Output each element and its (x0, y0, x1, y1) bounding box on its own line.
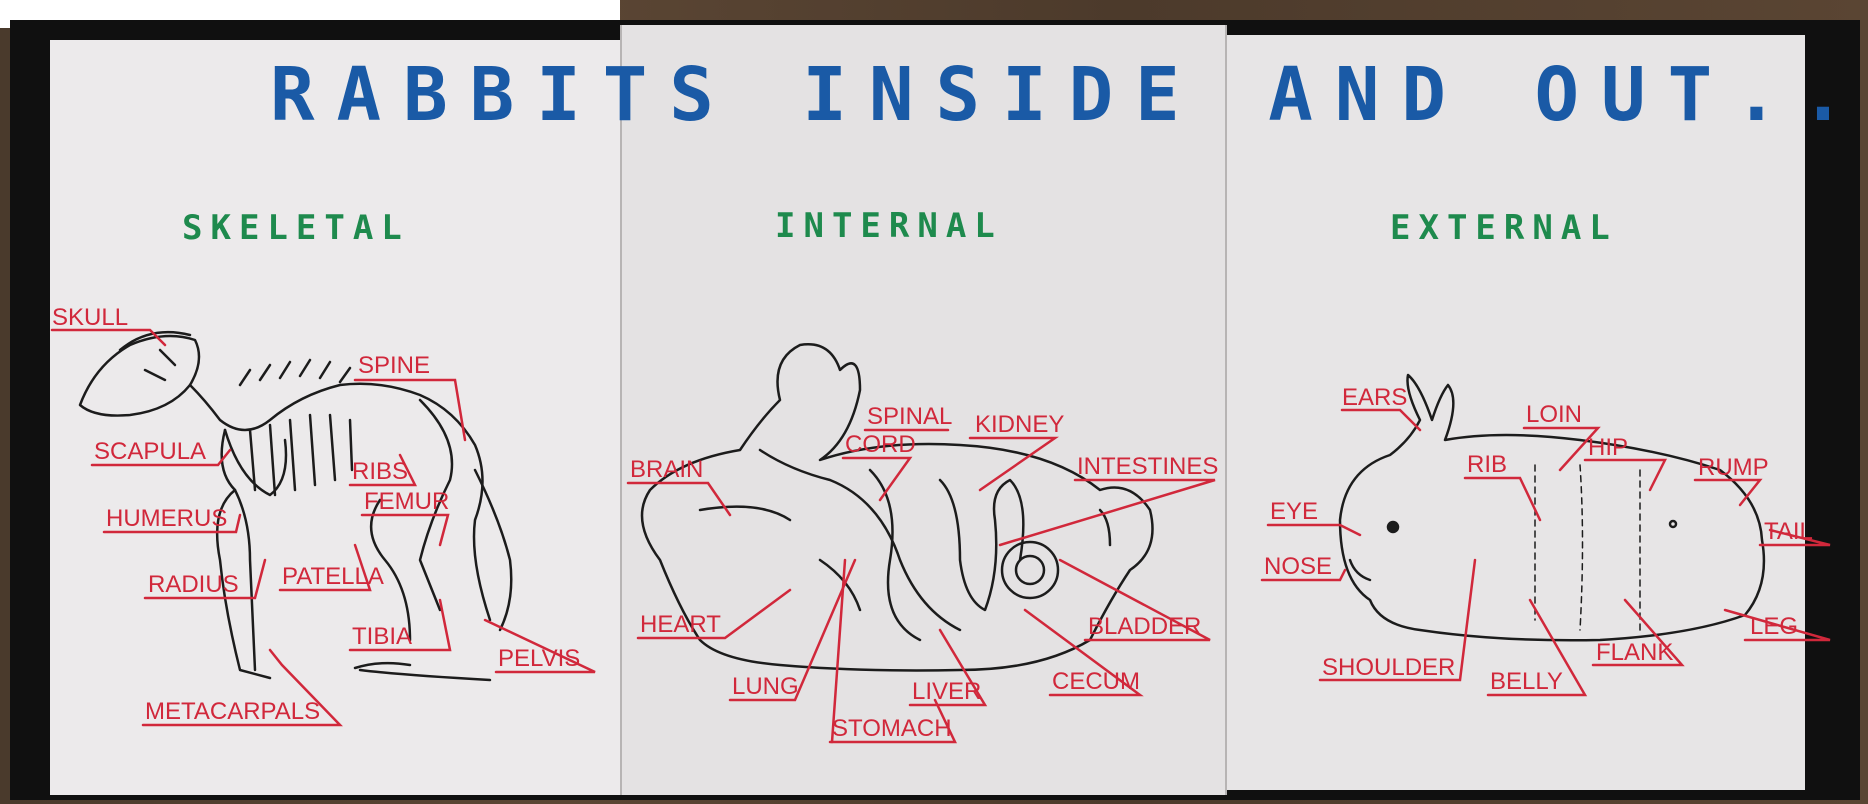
label-liver: LIVER (912, 680, 981, 704)
label-pelvis: PELVIS (498, 647, 580, 671)
label-ribs: RIBS (352, 460, 408, 484)
label-skull: SKULL (52, 306, 128, 330)
label-flank: FLANK (1596, 641, 1673, 665)
label-hip: HIP (1588, 436, 1628, 460)
label-shoulder: SHOULDER (1322, 656, 1455, 680)
label-ears: EARS (1342, 386, 1407, 410)
label-rib: RIB (1467, 453, 1507, 477)
label-spinal: SPINAL (867, 405, 952, 429)
label-femur: FEMUR (364, 490, 449, 514)
label-nose: NOSE (1264, 555, 1332, 579)
label-belly: BELLY (1490, 670, 1563, 694)
label-tibia: TIBIA (352, 625, 412, 649)
label-cord: CORD (845, 433, 916, 457)
label-brain: BRAIN (630, 458, 703, 482)
label-lung: LUNG (732, 675, 799, 699)
label-patella: PATELLA (282, 565, 384, 589)
label-eye: EYE (1270, 500, 1318, 524)
label-rump: RUMP (1698, 456, 1769, 480)
label-bladder: BLADDER (1088, 615, 1201, 639)
label-leg: LEG (1750, 615, 1798, 639)
label-scapula: SCAPULA (94, 440, 206, 464)
label-cecum: CECUM (1052, 670, 1140, 694)
label-spine: SPINE (358, 354, 430, 378)
label-heart: HEART (640, 613, 721, 637)
label-humerus: HUMERUS (106, 507, 227, 531)
label-radius: RADIUS (148, 573, 239, 597)
label-intestines: INTESTINES (1077, 455, 1218, 479)
label-loin: LOIN (1526, 403, 1582, 427)
label-kidney: KIDNEY (975, 413, 1064, 437)
label-tail: TAIL (1764, 520, 1813, 544)
label-metacarpals: METACARPALS (145, 700, 320, 724)
label-stomach: STOMACH (832, 717, 952, 741)
